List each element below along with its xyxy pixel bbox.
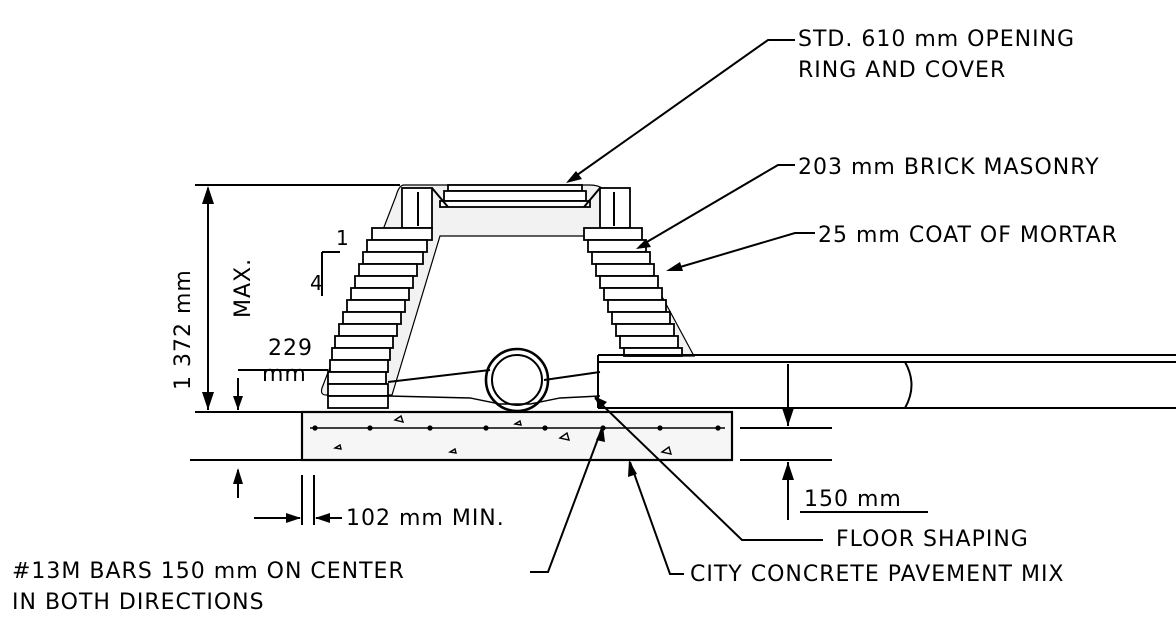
label-height-max: MAX. [231, 258, 256, 318]
leader-floor [594, 396, 823, 541]
label-bars-line1: #13M BARS 150 mm ON CENTER [12, 559, 405, 584]
leader-opening [566, 39, 795, 183]
label-dim-229-unit: mm [262, 362, 307, 387]
leader-concrete [628, 460, 684, 575]
leader-brick [636, 164, 795, 249]
label-floor-shaping: FLOOR SHAPING [836, 527, 1029, 552]
label-dim-150: 150 mm [804, 487, 902, 512]
base-slab [300, 410, 734, 462]
slope-indicator [321, 251, 340, 296]
leader-bars [530, 426, 605, 573]
label-mortar-coat: 25 mm COAT OF MORTAR [818, 223, 1118, 248]
label-bars-line2: IN BOTH DIRECTIONS [12, 590, 265, 615]
dimension-102 [254, 475, 342, 525]
right-brick-wall [583, 187, 683, 357]
label-opening-line2: RING AND COVER [798, 58, 1006, 83]
ring-and-cover [417, 184, 615, 226]
height-dimension [195, 184, 400, 413]
pipe [484, 347, 550, 413]
label-slope-run: 4 [310, 271, 324, 295]
label-dim-229: 229 [268, 336, 313, 361]
left-brick-wall [327, 187, 433, 409]
label-height-value: 1 372 mm [171, 269, 196, 390]
leader-mortar [666, 232, 815, 271]
label-slope-rise: 1 [336, 226, 350, 250]
label-dim-102: 102 mm MIN. [346, 506, 505, 531]
adjacent-pavement [597, 354, 1176, 409]
dimension-229 [233, 369, 328, 410]
label-brick-masonry: 203 mm BRICK MASONRY [798, 155, 1100, 180]
slab-thickness-lines [190, 459, 302, 498]
label-concrete-mix: CITY CONCRETE PAVEMENT MIX [690, 562, 1065, 587]
dimension-150 [740, 364, 832, 520]
label-opening-line1: STD. 610 mm OPENING [798, 27, 1075, 52]
